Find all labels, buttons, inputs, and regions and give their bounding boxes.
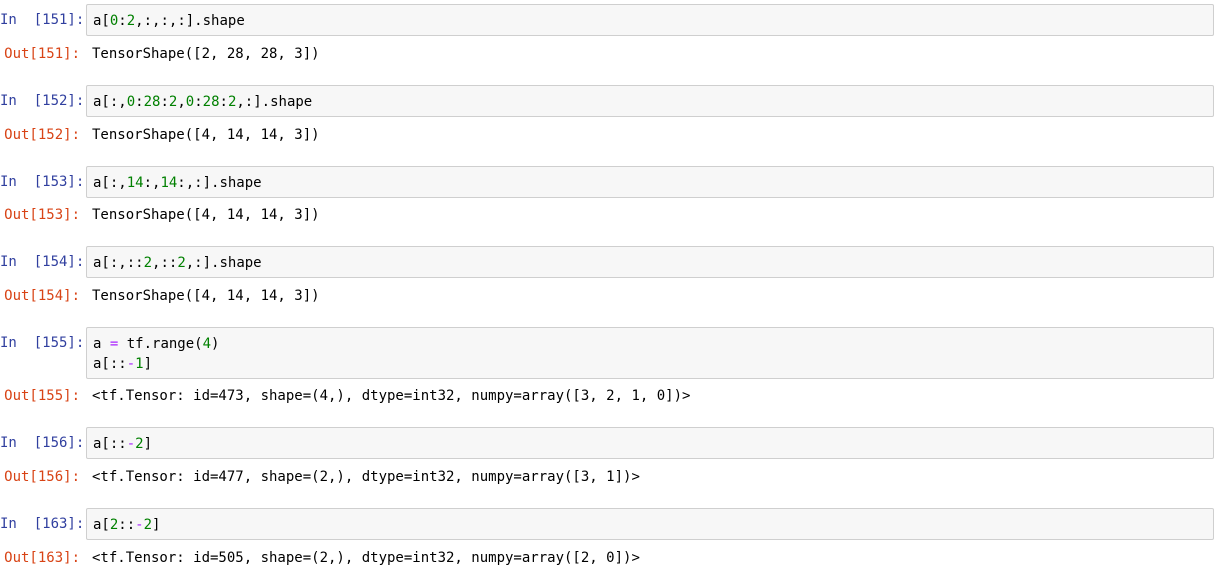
cell-output: TensorShape([4, 14, 14, 3]) bbox=[92, 127, 320, 143]
code-token: : bbox=[118, 13, 127, 29]
code-input-cell[interactable]: a[::-2] bbox=[86, 427, 1214, 459]
in-prompt: In [155]: bbox=[0, 335, 85, 351]
code-token: :, bbox=[143, 175, 161, 191]
code-token: ) bbox=[211, 336, 220, 352]
out-prompt: Out[153]: bbox=[4, 207, 80, 223]
code-token: :: bbox=[118, 517, 136, 533]
out-prompt: Out[155]: bbox=[4, 388, 80, 404]
out-prompt: Out[152]: bbox=[4, 127, 80, 143]
code-token: : bbox=[135, 94, 144, 110]
code-token: 2 bbox=[227, 94, 237, 110]
code-input-cell[interactable]: a = tf.range(4)a[::-1] bbox=[86, 327, 1214, 379]
code-token: 2 bbox=[143, 517, 153, 533]
cell-output: TensorShape([4, 14, 14, 3]) bbox=[92, 207, 320, 223]
code-line: a[::-1] bbox=[93, 354, 1207, 374]
code-token: ,:].shape bbox=[236, 94, 313, 110]
code-token: 0 bbox=[185, 94, 195, 110]
code-token: 2 bbox=[135, 436, 144, 452]
code-token: a[:, bbox=[93, 94, 127, 110]
code-line: a[:,14:,14:,:].shape bbox=[93, 173, 1207, 193]
code-line: a[:,0:28:2,0:28:2,:].shape bbox=[93, 92, 1207, 112]
code-token: 14 bbox=[160, 175, 178, 191]
code-token: tf.range( bbox=[118, 336, 203, 352]
code-token: a[ bbox=[93, 517, 110, 533]
code-token: ] bbox=[152, 517, 161, 533]
code-token: ,:].shape bbox=[185, 255, 262, 271]
code-token: 28 bbox=[202, 94, 220, 110]
code-token: a[:,:: bbox=[93, 255, 144, 271]
code-input-cell[interactable]: a[:,::2,::2,:].shape bbox=[86, 246, 1214, 278]
out-prompt: Out[163]: bbox=[4, 550, 80, 566]
code-token: 2 bbox=[126, 13, 136, 29]
code-token: ,:,:,:].shape bbox=[135, 13, 245, 29]
code-token: , bbox=[177, 94, 186, 110]
code-line: a[0:2,:,:,:].shape bbox=[93, 11, 1207, 31]
code-input-cell[interactable]: a[:,14:,14:,:].shape bbox=[86, 166, 1214, 198]
code-token: 0 bbox=[109, 13, 119, 29]
code-token: : bbox=[194, 94, 203, 110]
in-prompt: In [156]: bbox=[0, 435, 85, 451]
code-token: 2 bbox=[143, 255, 153, 271]
code-token: 28 bbox=[143, 94, 161, 110]
in-prompt: In [152]: bbox=[0, 93, 85, 109]
code-token: 1 bbox=[135, 356, 144, 372]
code-token: a[:: bbox=[93, 436, 127, 452]
out-prompt: Out[156]: bbox=[4, 469, 80, 485]
code-token: ] bbox=[143, 436, 153, 452]
cell-output: TensorShape([2, 28, 28, 3]) bbox=[92, 46, 320, 62]
out-prompt: Out[151]: bbox=[4, 46, 80, 62]
code-token: ,:: bbox=[152, 255, 178, 271]
code-token: : bbox=[219, 94, 228, 110]
cell-output: <tf.Tensor: id=473, shape=(4,), dtype=in… bbox=[92, 388, 691, 404]
code-token: 0 bbox=[126, 94, 136, 110]
code-token: a[:, bbox=[93, 175, 127, 191]
code-token: :,:].shape bbox=[177, 175, 262, 191]
code-token: 2 bbox=[177, 255, 186, 271]
code-token: a bbox=[93, 336, 110, 352]
code-token: ] bbox=[143, 356, 153, 372]
code-token: 2 bbox=[109, 517, 119, 533]
code-line: a[:,::2,::2,:].shape bbox=[93, 253, 1207, 273]
code-token: 2 bbox=[168, 94, 178, 110]
code-input-cell[interactable]: a[0:2,:,:,:].shape bbox=[86, 4, 1214, 36]
code-token: = bbox=[109, 336, 119, 352]
code-token: - bbox=[126, 356, 136, 372]
cell-output: <tf.Tensor: id=505, shape=(2,), dtype=in… bbox=[92, 550, 640, 566]
in-prompt: In [153]: bbox=[0, 174, 85, 190]
code-token: a[ bbox=[93, 13, 110, 29]
code-input-cell[interactable]: a[2::-2] bbox=[86, 508, 1214, 540]
in-prompt: In [151]: bbox=[0, 12, 85, 28]
code-line: a[::-2] bbox=[93, 434, 1207, 454]
code-token: 14 bbox=[126, 175, 144, 191]
code-input-cell[interactable]: a[:,0:28:2,0:28:2,:].shape bbox=[86, 85, 1214, 117]
code-token: a[:: bbox=[93, 356, 127, 372]
code-token: - bbox=[126, 436, 136, 452]
cell-output: TensorShape([4, 14, 14, 3]) bbox=[92, 288, 320, 304]
code-line: a = tf.range(4) bbox=[93, 334, 1207, 354]
in-prompt: In [163]: bbox=[0, 516, 85, 532]
code-line: a[2::-2] bbox=[93, 515, 1207, 535]
code-token: - bbox=[135, 517, 144, 533]
cell-output: <tf.Tensor: id=477, shape=(2,), dtype=in… bbox=[92, 469, 640, 485]
code-token: 4 bbox=[202, 336, 212, 352]
in-prompt: In [154]: bbox=[0, 254, 85, 270]
code-token: : bbox=[160, 94, 169, 110]
out-prompt: Out[154]: bbox=[4, 288, 80, 304]
